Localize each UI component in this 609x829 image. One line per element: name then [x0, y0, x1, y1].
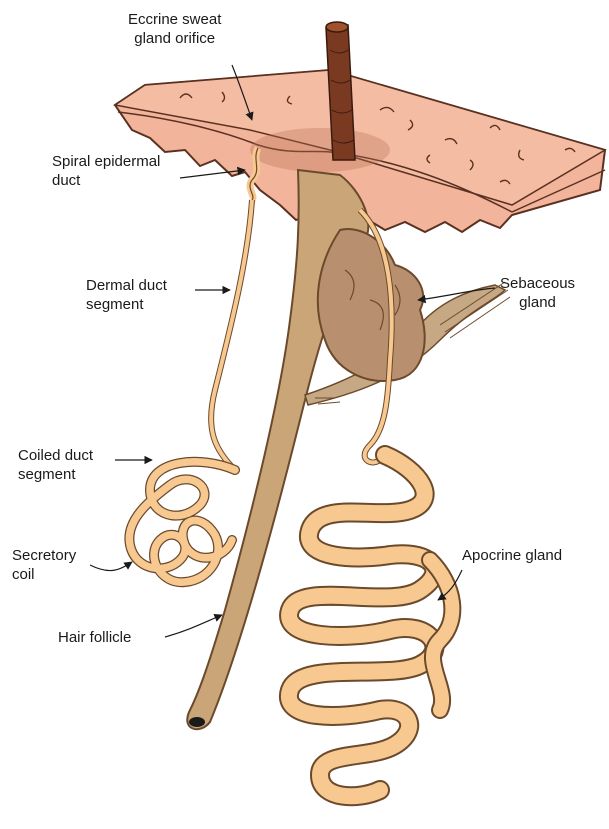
- sebaceous-gland-shape: [318, 229, 425, 381]
- label-sebaceous-gland-line2: gland: [500, 293, 575, 312]
- label-hair-follicle: Hair follicle: [58, 628, 131, 647]
- label-eccrine-orifice-line2: gland orifice: [128, 29, 221, 48]
- label-sebaceous-gland-line1: Sebaceous: [500, 274, 575, 293]
- label-secretory-coil: Secretory coil: [12, 546, 76, 584]
- label-secretory-coil-line2: coil: [12, 565, 76, 584]
- label-coiled-duct-line2: segment: [18, 465, 93, 484]
- label-apocrine-gland: Apocrine gland: [462, 546, 562, 565]
- label-eccrine-orifice-line1: Eccrine sweat: [128, 10, 221, 29]
- label-dermal-duct-line1: Dermal duct: [86, 276, 167, 295]
- label-dermal-duct-line2: segment: [86, 295, 167, 314]
- label-secretory-coil-line1: Secretory: [12, 546, 76, 565]
- label-sebaceous-gland: Sebaceous gland: [500, 274, 575, 312]
- arrow-hair-follicle: [165, 615, 222, 637]
- label-dermal-duct: Dermal duct segment: [86, 276, 167, 314]
- label-eccrine-orifice: Eccrine sweat gland orifice: [128, 10, 221, 48]
- eccrine-gland-shape: [129, 148, 258, 582]
- label-apocrine-gland-text: Apocrine gland: [462, 546, 562, 565]
- label-spiral-duct-line2: duct: [52, 171, 160, 190]
- label-hair-follicle-text: Hair follicle: [58, 628, 131, 647]
- label-spiral-duct-line1: Spiral epidermal: [52, 152, 160, 171]
- arrow-secretory-coil: [90, 562, 132, 571]
- label-coiled-duct-line1: Coiled duct: [18, 446, 93, 465]
- label-spiral-duct: Spiral epidermal duct: [52, 152, 160, 190]
- label-coiled-duct: Coiled duct segment: [18, 446, 93, 484]
